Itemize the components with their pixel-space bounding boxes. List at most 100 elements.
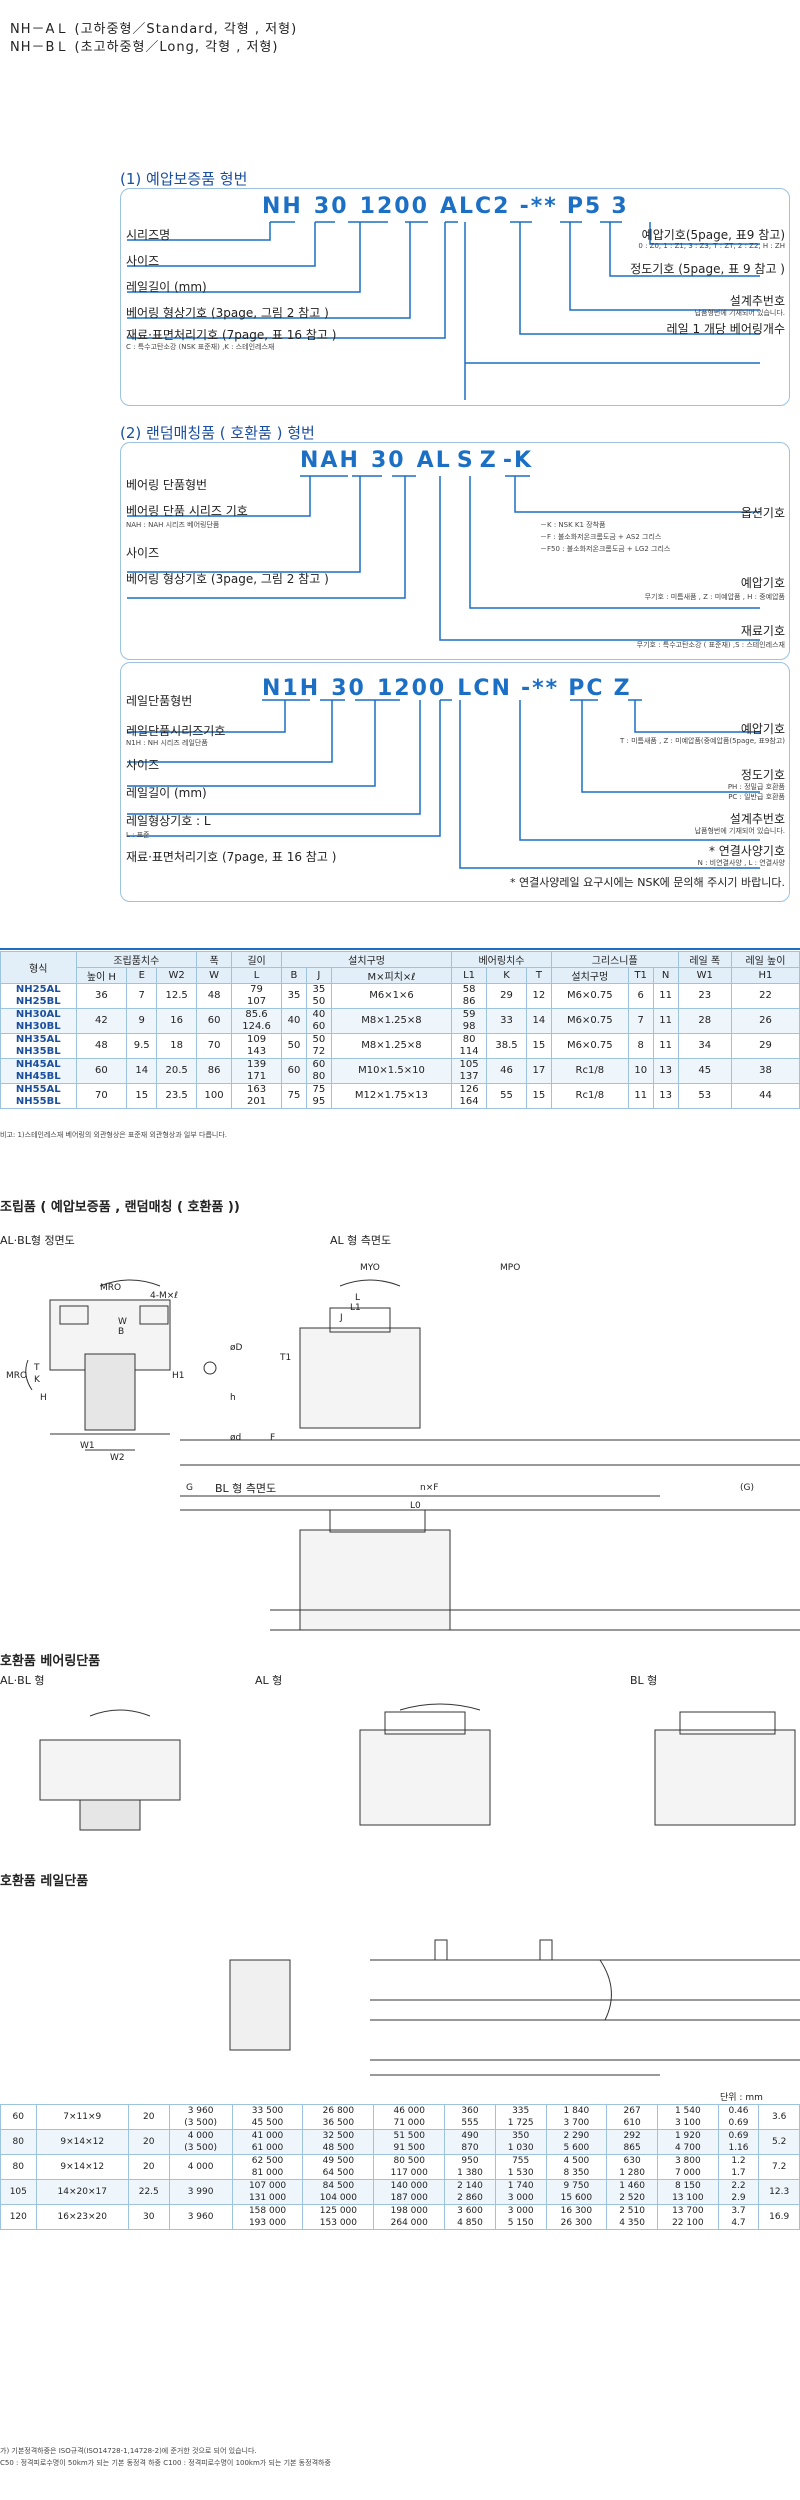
table-cell: 48 [196, 983, 233, 1009]
table-cell: M8×1.25×8 [330, 1033, 453, 1059]
rail-code-material: C [473, 676, 492, 701]
rail-code-shape: L [457, 676, 474, 701]
svg-text:B: B [118, 1327, 124, 1337]
table-cell: 33 [486, 1008, 527, 1034]
bearing-label-option: 옵션기호 [740, 506, 785, 520]
table-cell: 51 500 91 500 [373, 2129, 446, 2155]
svg-text:n×F: n×F [420, 1483, 438, 1493]
table-cell: 26 800 36 500 [302, 2104, 375, 2130]
table-cell: 59 98 [451, 1008, 488, 1034]
th-H1: H1 [730, 967, 800, 984]
code-series: NH [262, 194, 303, 219]
sec1-label-design: 설계추번호 [729, 294, 785, 308]
table-cell: 22.5 [127, 2179, 170, 2205]
table-cell: 8 150 13 100 [656, 2179, 719, 2205]
code-design: -** [519, 194, 558, 219]
table-cell: 4 500 8 350 [545, 2154, 608, 2180]
sec1-label-accuracy: 정도기호 (5page, 표 9 참고 ) [630, 262, 785, 276]
svg-text:h: h [230, 1393, 236, 1403]
sec1-label-design-sub: 납품형번에 기재되어 있습니다. [694, 309, 785, 317]
rail-label-length: 레일길이 (mm) [126, 786, 207, 800]
table-cell: 40 [281, 1008, 307, 1034]
svg-text:W2: W2 [110, 1453, 125, 1463]
code-shape: AL [439, 194, 476, 219]
sec1-panel [120, 188, 790, 406]
table-cell: 11 [652, 983, 679, 1009]
bearing-unit-title: 호환품 베어링단품 [0, 1654, 101, 1669]
th-grease: 그리스니플 [550, 951, 679, 968]
table-cell: 60 [0, 2104, 37, 2130]
bearing-code-material: S [456, 448, 475, 473]
th-J: J [305, 967, 332, 984]
table-cell: Rc1/8 [550, 1058, 629, 1084]
table-cell: NH35AL NH35BL [0, 1033, 77, 1059]
table-cell: 9.5 [126, 1033, 158, 1059]
th-model: 형식 [0, 951, 77, 984]
svg-text:MRO: MRO [6, 1371, 27, 1381]
rail-table-note1: 가) 기본정격하중은 ISO규격(ISO14728-1,14728-2)에 준거… [0, 2447, 257, 2455]
rail-label-connect: * 연결사양기호 [708, 844, 785, 858]
svg-text:ød: ød [230, 1433, 241, 1443]
svg-text:4-M×ℓ: 4-M×ℓ [150, 1291, 178, 1301]
svg-text:(G): (G) [740, 1483, 754, 1493]
bearing-label-option-f: －F : 불소화저온크롬도금 + AS2 그리스 [540, 533, 662, 541]
th-E: E [126, 967, 158, 984]
rail-label-shape-sub: L : 표준 [126, 831, 150, 839]
table-cell: 12 [525, 983, 552, 1009]
table-cell: 14×20×17 [35, 2179, 129, 2205]
sec1-label-length: 레일길이 (mm) [126, 280, 207, 294]
table-cell: 70 [75, 1083, 128, 1109]
bearing-al-label: AL 형 [255, 1674, 283, 1687]
bl-side-drawing [270, 1509, 800, 1631]
th-W1: W1 [677, 967, 732, 984]
table-cell: 9 [126, 1008, 158, 1034]
table-cell: 60 [281, 1058, 307, 1084]
bearing-code-preload: Z [479, 448, 498, 473]
table-cell: 79 107 [231, 983, 283, 1009]
table-cell: 16×23×20 [35, 2204, 129, 2230]
table-cell: 13 [652, 1058, 679, 1084]
table-cell: 62 500 81 000 [231, 2154, 304, 2180]
table-cell: 23.5 [156, 1083, 198, 1109]
bearing-bl-label: BL 형 [630, 1674, 658, 1687]
table-cell: 16 [156, 1008, 198, 1034]
code-material: C [475, 194, 494, 219]
bearing-label-option-f50: －F50 : 불소화저온크롬도금 + LG2 그리스 [540, 545, 671, 553]
table-cell: 30 [127, 2204, 170, 2230]
table-cell: 80 [0, 2154, 37, 2180]
sec1-label-material-sub: C : 특수고탄소강 (NSK 표준재) ,K : 스테인레스재 [126, 343, 275, 351]
svg-text:L: L [355, 1293, 360, 1303]
sec1-code: NH 30 1200 ALC2 -** P5 3 [262, 194, 629, 219]
table-cell: 45 [677, 1058, 732, 1084]
table-cell: 75 [281, 1083, 307, 1109]
table-cell: 36 [75, 983, 128, 1009]
rail-label-series: 레일단품시리즈기호 [126, 724, 226, 738]
table-cell: 335 1 725 [494, 2104, 547, 2130]
rail-label-accuracy: 정도기호 [740, 768, 785, 782]
table-cell: 4 000 (3 500) [168, 2129, 233, 2155]
th-K: K [486, 967, 527, 984]
table-cell: 15 [525, 1033, 552, 1059]
bearing-front-label: AL·BL 형 [0, 1674, 45, 1687]
rail-unit-title: 호환품 레일단품 [0, 1874, 89, 1889]
bearing-label-size: 사이즈 [126, 546, 160, 560]
rail-label-shape: 레일형상기호 : L [126, 814, 211, 828]
sec2-title: (2) 랜덤매칭품 ( 호환품 ) 형번 [120, 424, 315, 442]
table-cell: 7 [627, 1008, 654, 1034]
table-cell: 85.6 124.6 [231, 1008, 283, 1034]
table-cell: 4 000 [168, 2154, 233, 2180]
bearing-code-shape: AL [416, 448, 452, 473]
bearing-label-option-k: －K : NSK K1 장착품 [540, 521, 606, 529]
svg-text:L0: L0 [410, 1501, 421, 1511]
svg-text:G: G [186, 1483, 193, 1493]
table-cell: 3 960 [168, 2204, 233, 2230]
table-cell: 125 000 153 000 [302, 2204, 375, 2230]
table-cell: 350 1 030 [494, 2129, 547, 2155]
table-cell: 14 [126, 1058, 158, 1084]
rail-label-connect-sub: N : 비연결사양 , L : 연결사양 [697, 859, 785, 867]
table-cell: Rc1/8 [550, 1083, 629, 1109]
